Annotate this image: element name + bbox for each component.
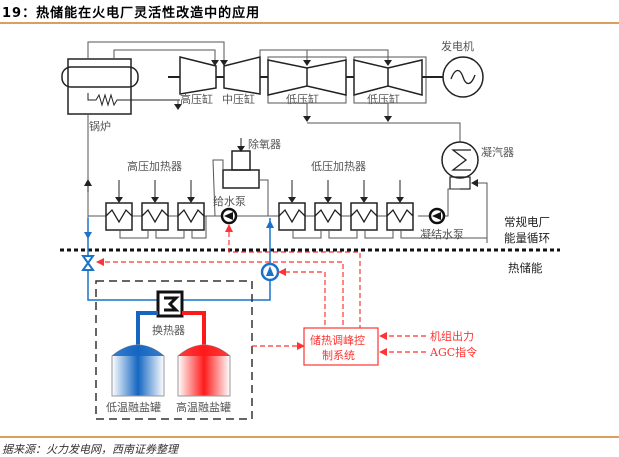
heat-exchanger — [156, 290, 184, 318]
arrow-icon — [360, 197, 368, 203]
lp-heater — [386, 180, 414, 231]
drain-line — [328, 230, 358, 239]
top-divider — [0, 22, 619, 24]
control-system-label-2: 制系统 — [322, 349, 355, 362]
deaerator-label: 除氧器 — [248, 137, 281, 151]
feed-pump-label: 给水泵 — [213, 195, 246, 208]
bottom-divider — [0, 436, 619, 438]
hot-tank-label: 高温融盐罐 — [176, 400, 231, 414]
lp-cylinder-1-label: 低压缸 — [286, 92, 319, 106]
control-system-box[interactable] — [303, 327, 379, 366]
zone-label-lower: 热储能 — [508, 261, 543, 275]
arrow-icon — [303, 60, 311, 66]
arrow-icon — [379, 348, 387, 356]
lp-cylinder-2-label: 低压缸 — [367, 92, 400, 106]
hp-turbine — [168, 56, 217, 95]
arrow-icon — [187, 197, 195, 203]
lp-heater — [278, 180, 306, 231]
control-system-label-1: 储热调峰控 — [310, 333, 365, 347]
cold-tank-label: 低温融盐罐 — [106, 401, 161, 414]
heater-group — [105, 180, 488, 239]
heat-exchanger-label: 换热器 — [152, 323, 185, 337]
figure-title: 19：热储能在火电厂灵活性改造中的应用 — [2, 6, 261, 21]
figure-source: 据来源：火力发电网，西南证券整理 — [2, 443, 178, 456]
salt-pump-icon[interactable] — [260, 262, 280, 282]
lp-heater — [314, 180, 342, 231]
arrow-icon — [211, 60, 219, 66]
drain-line — [292, 230, 322, 239]
arrow-icon — [471, 179, 478, 187]
arrow-icon — [225, 224, 233, 232]
lp-heaters-label: 低压加热器 — [311, 160, 366, 173]
arrow-icon — [297, 342, 305, 350]
zone-label-upper: 常规电厂 — [504, 215, 550, 229]
storage-boundary — [95, 280, 253, 420]
arrow-icon — [379, 332, 387, 340]
input-agc-label: AGC指令 — [429, 345, 477, 359]
ip-turbine — [216, 56, 261, 95]
arrow-icon — [396, 197, 404, 203]
condensate-pump-icon[interactable] — [428, 207, 446, 225]
arrow-icon — [84, 179, 92, 186]
condenser-label: 凝汽器 — [481, 145, 514, 159]
drain-line — [119, 230, 149, 239]
arrow-icon — [174, 104, 182, 110]
arrow-icon — [266, 220, 274, 228]
boiler-label: 锅炉 — [89, 120, 111, 133]
hp-heater — [141, 180, 169, 231]
drain-line — [191, 230, 207, 239]
arrow-icon — [324, 197, 332, 203]
generator-label: 发电机 — [441, 39, 474, 53]
deaerator — [222, 150, 260, 189]
lp-heater — [350, 180, 378, 231]
exhaust-lines — [306, 103, 461, 142]
ip-cylinder-label: 中压缸 — [222, 92, 255, 106]
drain-line — [400, 230, 488, 239]
condenser — [441, 141, 479, 190]
arrow-icon — [115, 197, 123, 203]
condensate-pump-label: 凝结水泵 — [420, 227, 464, 241]
hp-heater — [105, 180, 133, 231]
arrow-icon — [220, 60, 228, 66]
lp-turbine-2 — [353, 56, 427, 104]
cold-salt-pipe — [136, 311, 158, 345]
arrow-icon — [237, 146, 245, 152]
boiler — [61, 58, 180, 115]
cold-salt-tank — [111, 344, 165, 397]
arrow-icon — [96, 258, 104, 266]
input-unit-output-label: 机组出力 — [430, 329, 474, 343]
drain-line — [364, 230, 394, 239]
arrow-icon — [384, 116, 392, 122]
condenser-return-line — [472, 182, 488, 243]
arrow-icon — [288, 197, 296, 203]
drain-line — [155, 230, 185, 239]
zone-label-upper-2: 能量循环 — [504, 231, 550, 245]
hp-heaters-label: 高压加热器 — [127, 159, 182, 173]
hp-cylinder-label: 高压缸 — [180, 92, 213, 106]
crossover-pipe — [259, 49, 389, 62]
hot-salt-tank — [177, 344, 231, 397]
feed-pump-icon[interactable] — [220, 207, 238, 225]
control-valve-icon[interactable] — [81, 255, 95, 271]
hp-heater — [177, 180, 205, 231]
arrow-icon — [303, 116, 311, 122]
arrow-icon — [84, 232, 92, 239]
hot-salt-pipe — [182, 311, 206, 345]
generator — [442, 56, 484, 98]
control-signal-lines — [97, 232, 426, 353]
arrow-icon — [151, 197, 159, 203]
arrow-icon — [384, 60, 392, 66]
arrow-icon — [278, 268, 286, 276]
